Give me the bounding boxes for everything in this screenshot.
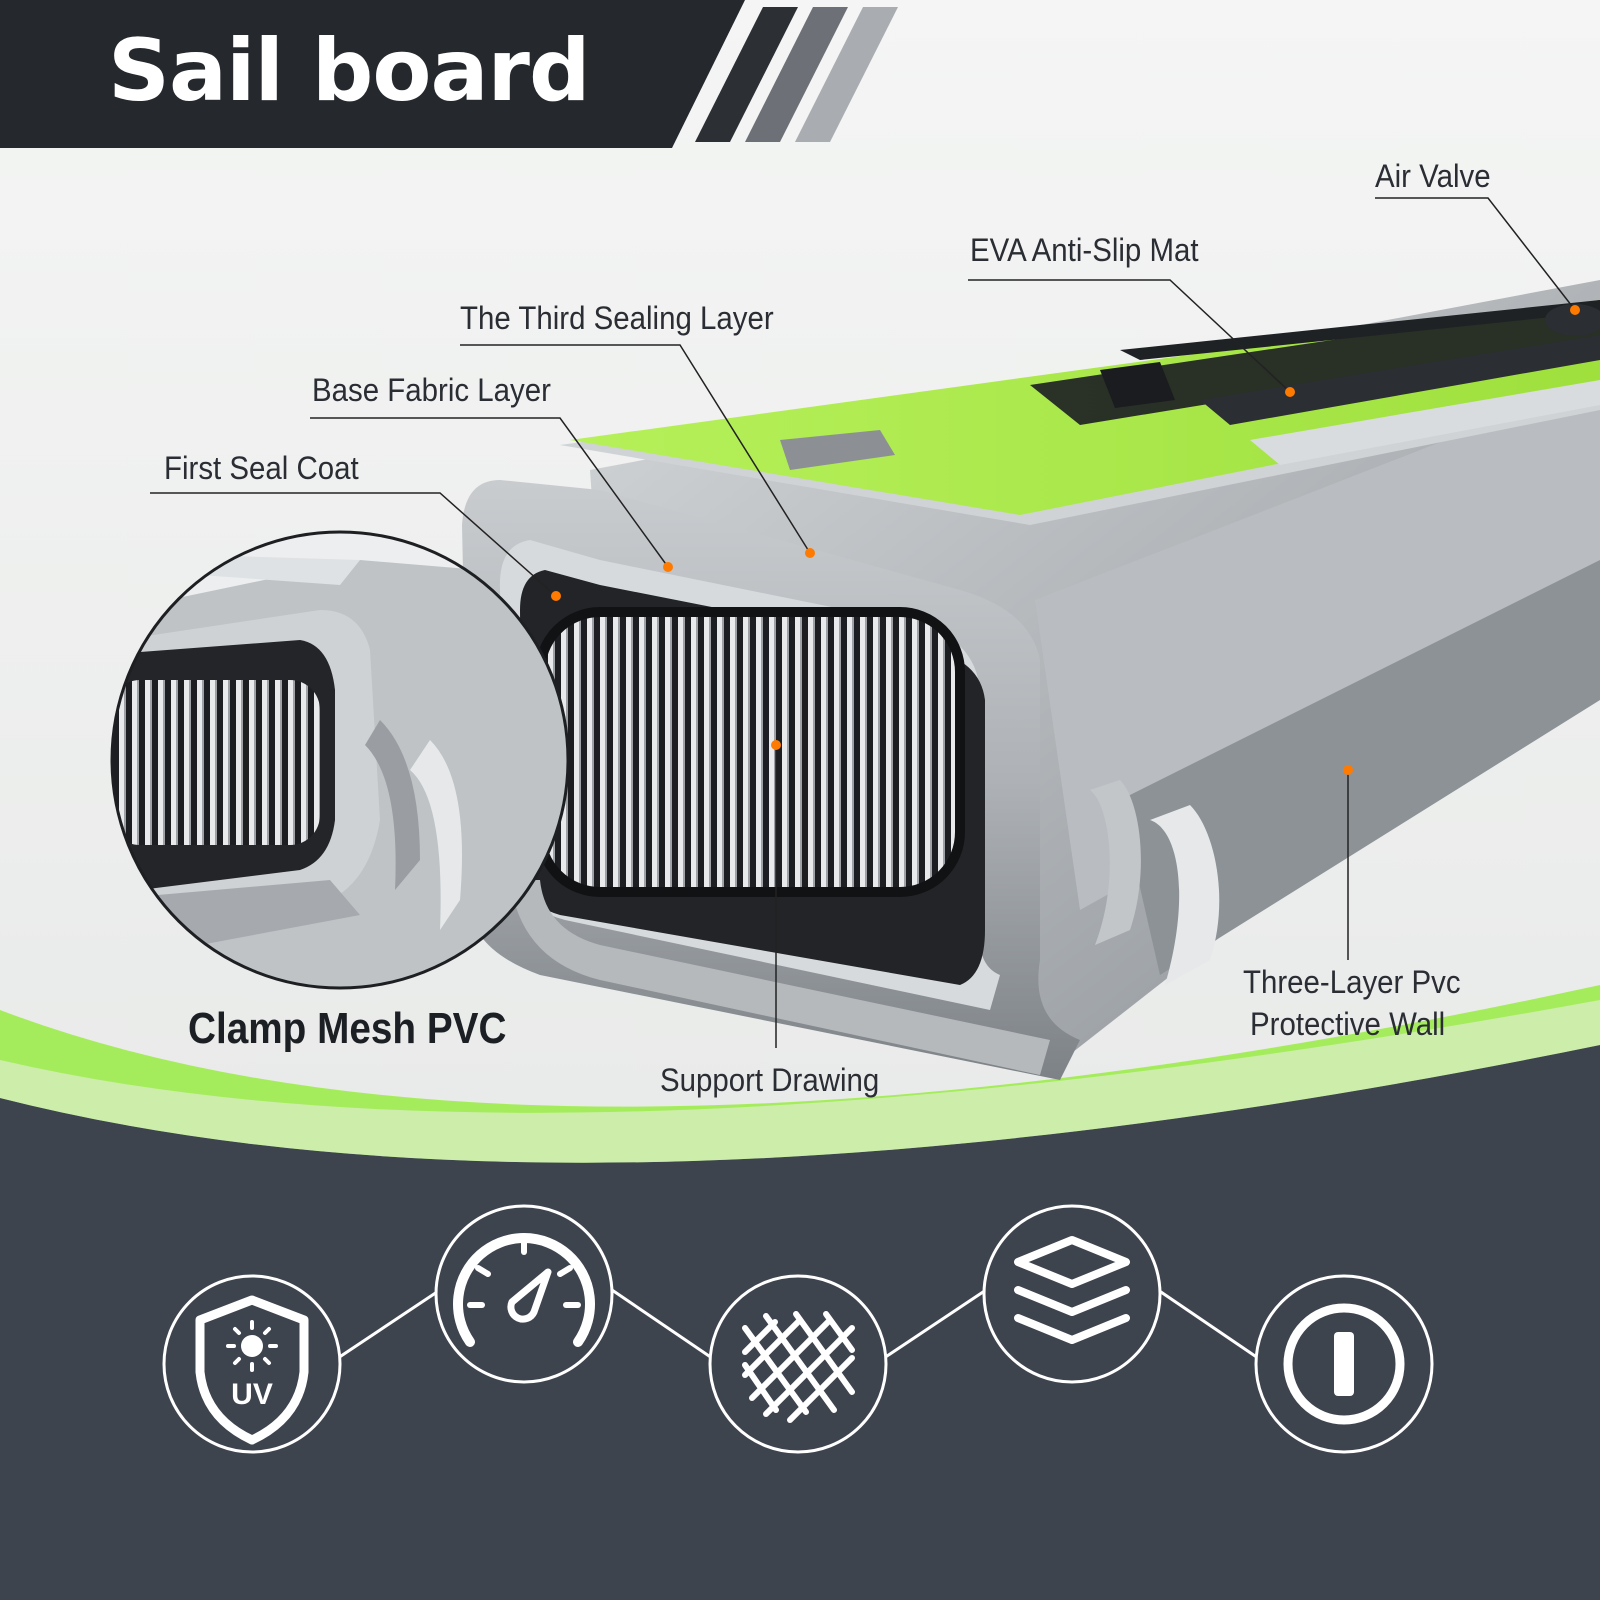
label-air-valve: Air Valve [1375,158,1491,194]
label-protective-wall-1: Three-Layer Pvc [1243,964,1461,1000]
board-cross-section [462,280,1600,1080]
pressure-gauge-icon [434,1204,614,1384]
power-button-icon [1254,1274,1434,1454]
label-base-fabric: Base Fabric Layer [312,372,551,408]
uv-text: UV [231,1378,273,1411]
label-protective-wall-2: Protective Wall [1250,1006,1446,1042]
label-third-sealing: The Third Sealing Layer [460,300,774,336]
feature-connectors [337,1288,1259,1360]
callout-leaders [150,197,1576,1048]
label-eva-mat: EVA Anti-Slip Mat [970,232,1199,268]
mesh-weave-icon [708,1274,888,1454]
label-clamp-mesh: Clamp Mesh PVC [188,1004,507,1053]
label-first-seal: First Seal Coat [164,450,359,486]
page-title: Sail board [108,21,591,121]
title-bar: Sail board [0,0,1600,148]
layers-icon [982,1204,1162,1384]
header-bar [0,0,898,148]
uv-shield-icon: UV [162,1274,342,1454]
zoom-inset [110,530,570,990]
callout-dots [551,305,1580,775]
label-support-drawing: Support Drawing [660,1062,880,1098]
